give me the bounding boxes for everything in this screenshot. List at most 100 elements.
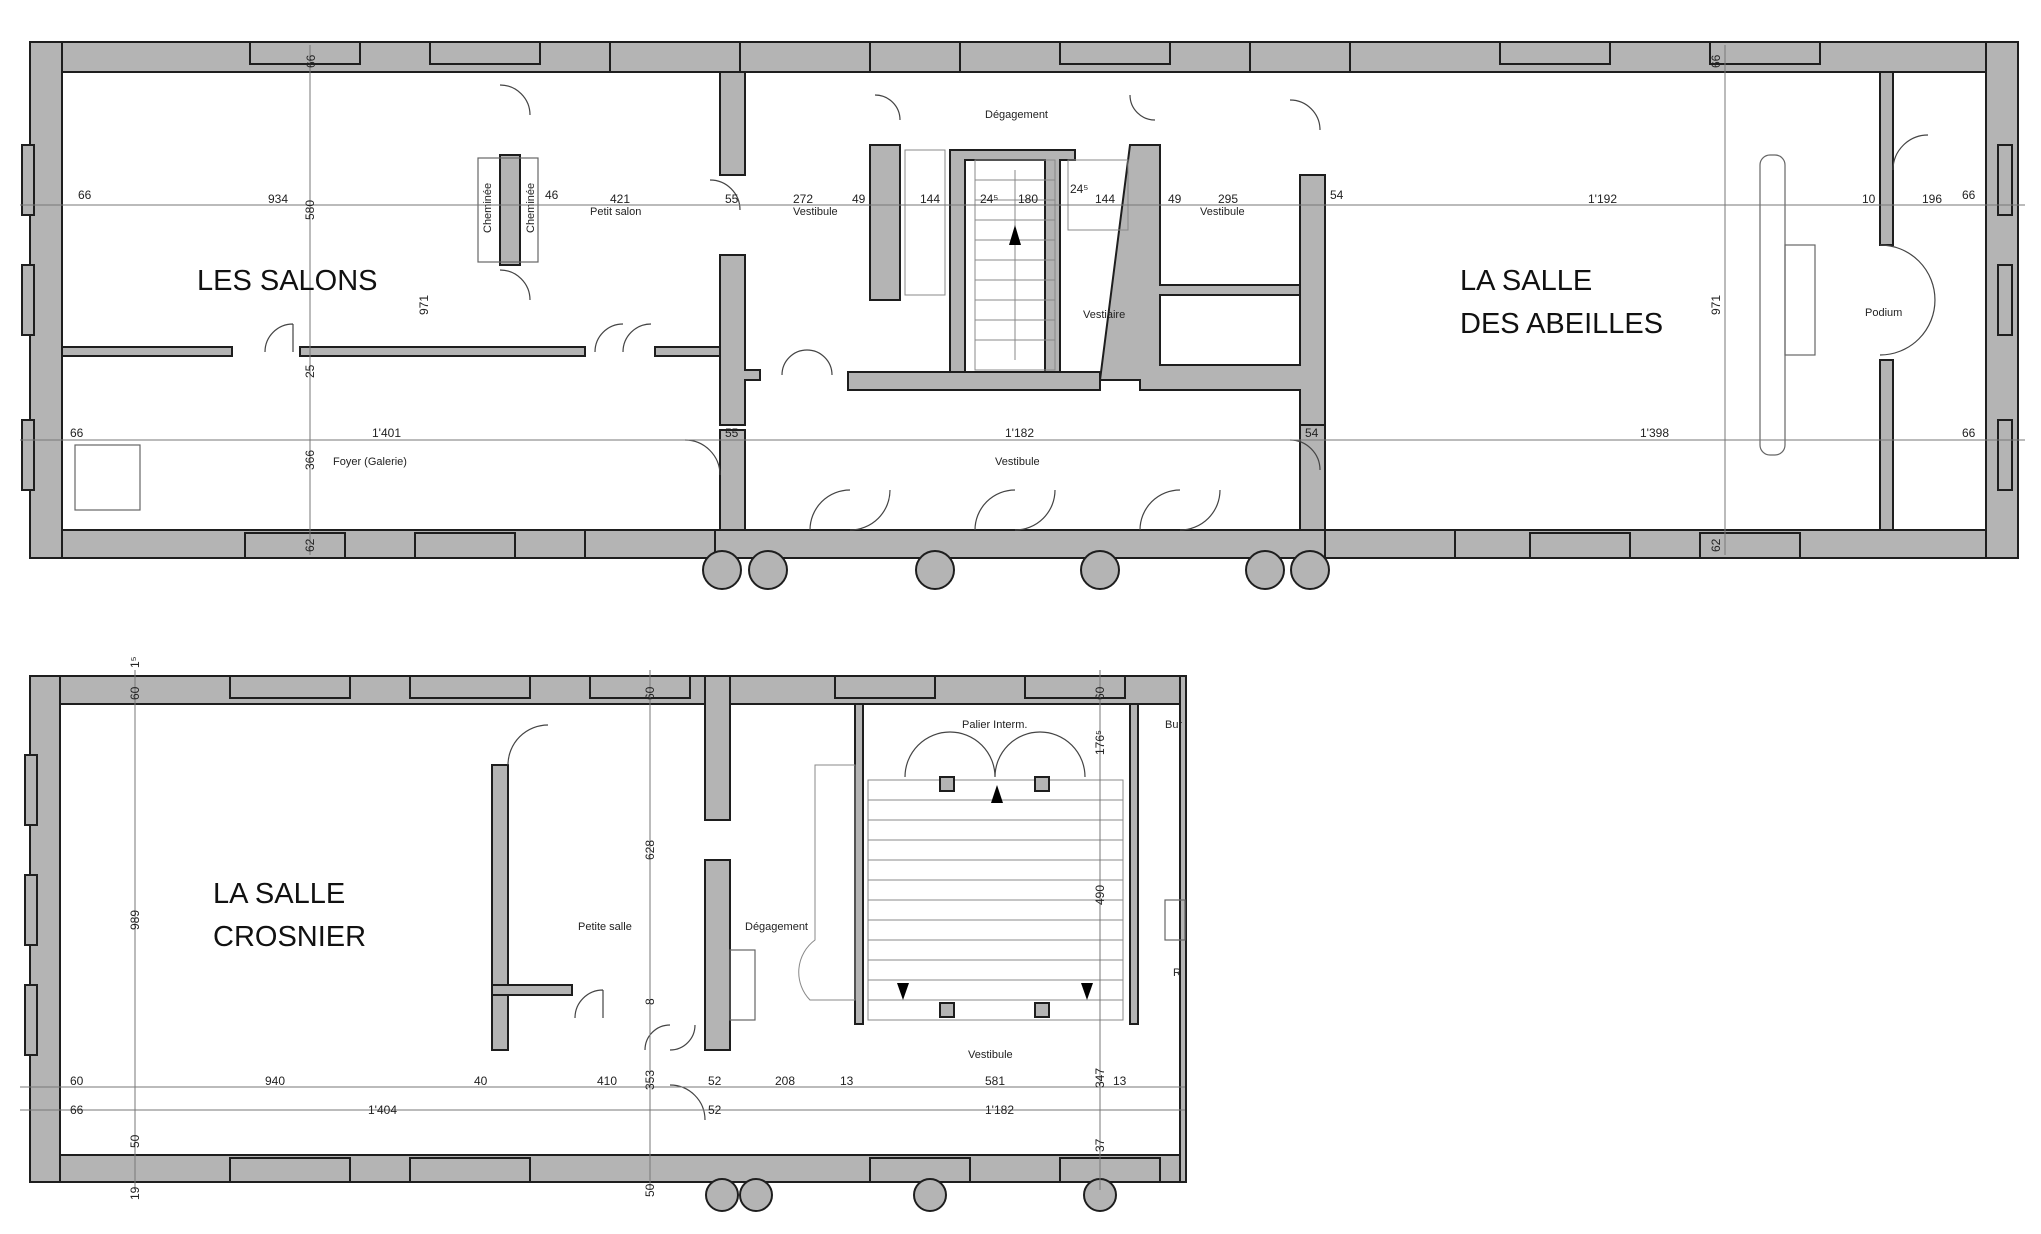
lower-dimension-lines xyxy=(20,670,1185,1190)
dim-55-a: 55 xyxy=(725,192,739,206)
label-bur: Bur xyxy=(1165,719,1182,731)
label-r: R xyxy=(1173,967,1181,979)
dim-19: 19 xyxy=(128,1186,142,1200)
dim-46: 46 xyxy=(545,188,559,202)
dim-49-b: 49 xyxy=(1168,192,1182,206)
dim-24-b: 24⁵ xyxy=(1070,182,1088,196)
label-podium: Podium xyxy=(1865,307,1902,319)
label-cheminee-b: Cheminée xyxy=(525,183,537,233)
outer-wall-left xyxy=(29,41,63,559)
vestibule-left-lower-wall xyxy=(719,429,746,531)
dim-180: 180 xyxy=(1018,192,1038,206)
dim-208: 208 xyxy=(775,1074,795,1088)
lower-edge-wall xyxy=(1179,675,1187,1183)
dim-581: 581 xyxy=(985,1074,1005,1088)
dim-1404: 1'404 xyxy=(368,1103,397,1117)
doors xyxy=(74,84,1936,531)
dim-66-r: 66 xyxy=(1962,188,1976,202)
dim-272: 272 xyxy=(793,192,813,206)
lower-left-wall-a xyxy=(491,764,509,1051)
lower-left-wall-b xyxy=(491,984,573,996)
dim-580: 580 xyxy=(303,200,317,220)
dim-144-a: 144 xyxy=(920,192,940,206)
dim-52-b: 52 xyxy=(708,1103,722,1117)
lower-stair-wall-left xyxy=(854,703,864,1025)
dim-971-b: 971 xyxy=(1709,295,1723,315)
salons-divider-wall-c xyxy=(654,346,731,357)
room-name-crosnier-2: CROSNIER xyxy=(213,921,366,953)
stair-up-arrow-icon xyxy=(991,785,1003,803)
chimney-wall xyxy=(499,154,521,266)
upper-floor-plan: LES SALONS LA SALLE DES ABEILLES Dégagem… xyxy=(20,41,2025,590)
dim-66-tl: 66 xyxy=(304,54,318,68)
lower-mid-wall xyxy=(704,675,731,1051)
dim-60-b: 60 xyxy=(643,686,657,700)
dim-13-b: 13 xyxy=(1113,1074,1127,1088)
dim-940: 940 xyxy=(265,1074,285,1088)
dim-1182: 1'182 xyxy=(1005,426,1034,440)
dim-934: 934 xyxy=(268,192,288,206)
lower-floor-plan: LA SALLE CROSNIER Palier Interm. Petite … xyxy=(20,656,1187,1212)
label-vestibule-left: Vestibule xyxy=(793,206,838,218)
salons-divider-wall-b xyxy=(299,346,586,357)
dim-66-l2: 66 xyxy=(70,426,84,440)
label-petit-salon: Petit salon xyxy=(590,206,641,218)
lower-columns xyxy=(705,1178,1117,1212)
dim-50-a: 50 xyxy=(128,1134,142,1148)
dim-60-l: 60 xyxy=(70,1074,84,1088)
room-name-crosnier-1: LA SALLE xyxy=(213,878,345,910)
label-degagement: Dégagement xyxy=(985,109,1048,121)
lower-doors xyxy=(507,724,1186,1121)
dim-54-b: 54 xyxy=(1305,426,1319,440)
dim-490: 490 xyxy=(1093,885,1107,905)
stair-down-arrow-icon-a xyxy=(897,983,909,1000)
dim-1: 1⁵ xyxy=(128,656,142,668)
dim-24-a: 24⁵ xyxy=(980,192,998,206)
dim-8: 8 xyxy=(643,998,657,1005)
lower-stair-wall-right xyxy=(1129,703,1139,1025)
vestibule-left-wall xyxy=(719,71,761,426)
bottom-pilasters xyxy=(244,529,1801,559)
label-degagement-lower: Dégagement xyxy=(745,921,808,933)
dim-13-a: 13 xyxy=(840,1074,854,1088)
dim-50-b: 50 xyxy=(643,1183,657,1197)
salons-divider-wall xyxy=(61,346,233,357)
dim-25: 25 xyxy=(303,364,317,378)
dim-410: 410 xyxy=(597,1074,617,1088)
entrance-columns xyxy=(702,550,1330,590)
dim-144-b: 144 xyxy=(1095,192,1115,206)
dim-62-r: 62 xyxy=(1709,538,1723,552)
label-vestibule-lower: Vestibule xyxy=(968,1049,1013,1061)
dim-54-a: 54 xyxy=(1330,188,1344,202)
dim-60-c: 60 xyxy=(1093,686,1107,700)
dim-196: 196 xyxy=(1922,192,1942,206)
dim-366: 366 xyxy=(303,450,317,470)
side-pilasters xyxy=(21,144,2013,491)
dim-49-a: 49 xyxy=(852,192,866,206)
label-cheminee-a: Cheminée xyxy=(482,183,494,233)
chimney-frame xyxy=(477,157,539,263)
dim-989: 989 xyxy=(128,910,142,930)
dim-353: 353 xyxy=(643,1070,657,1090)
lower-staircase xyxy=(798,731,1124,1021)
dim-55-b: 55 xyxy=(725,426,739,440)
dim-347: 347 xyxy=(1093,1068,1107,1088)
stair-arrow-icon xyxy=(1009,225,1021,245)
dim-176-5: 176⁵ xyxy=(1093,730,1107,755)
dim-421: 421 xyxy=(610,192,630,206)
vestibule-right-wall xyxy=(1299,424,1326,531)
dim-62-l: 62 xyxy=(303,538,317,552)
podium-wall xyxy=(1879,71,1894,531)
room-name-salons: LES SALONS xyxy=(197,265,378,297)
label-vestibule-bottom: Vestibule xyxy=(995,456,1040,468)
room-name-abeilles-2: DES ABEILLES xyxy=(1460,308,1663,340)
dim-66-tr: 66 xyxy=(1709,54,1723,68)
top-pilasters xyxy=(249,41,1821,73)
stair-down-arrow-icon-b xyxy=(1081,983,1093,1000)
dim-60-a: 60 xyxy=(128,686,142,700)
dim-971-a: 971 xyxy=(417,295,431,315)
dim-66-r2: 66 xyxy=(1962,426,1976,440)
dim-66-l: 66 xyxy=(78,188,92,202)
label-vestibule-right: Vestibule xyxy=(1200,206,1245,218)
